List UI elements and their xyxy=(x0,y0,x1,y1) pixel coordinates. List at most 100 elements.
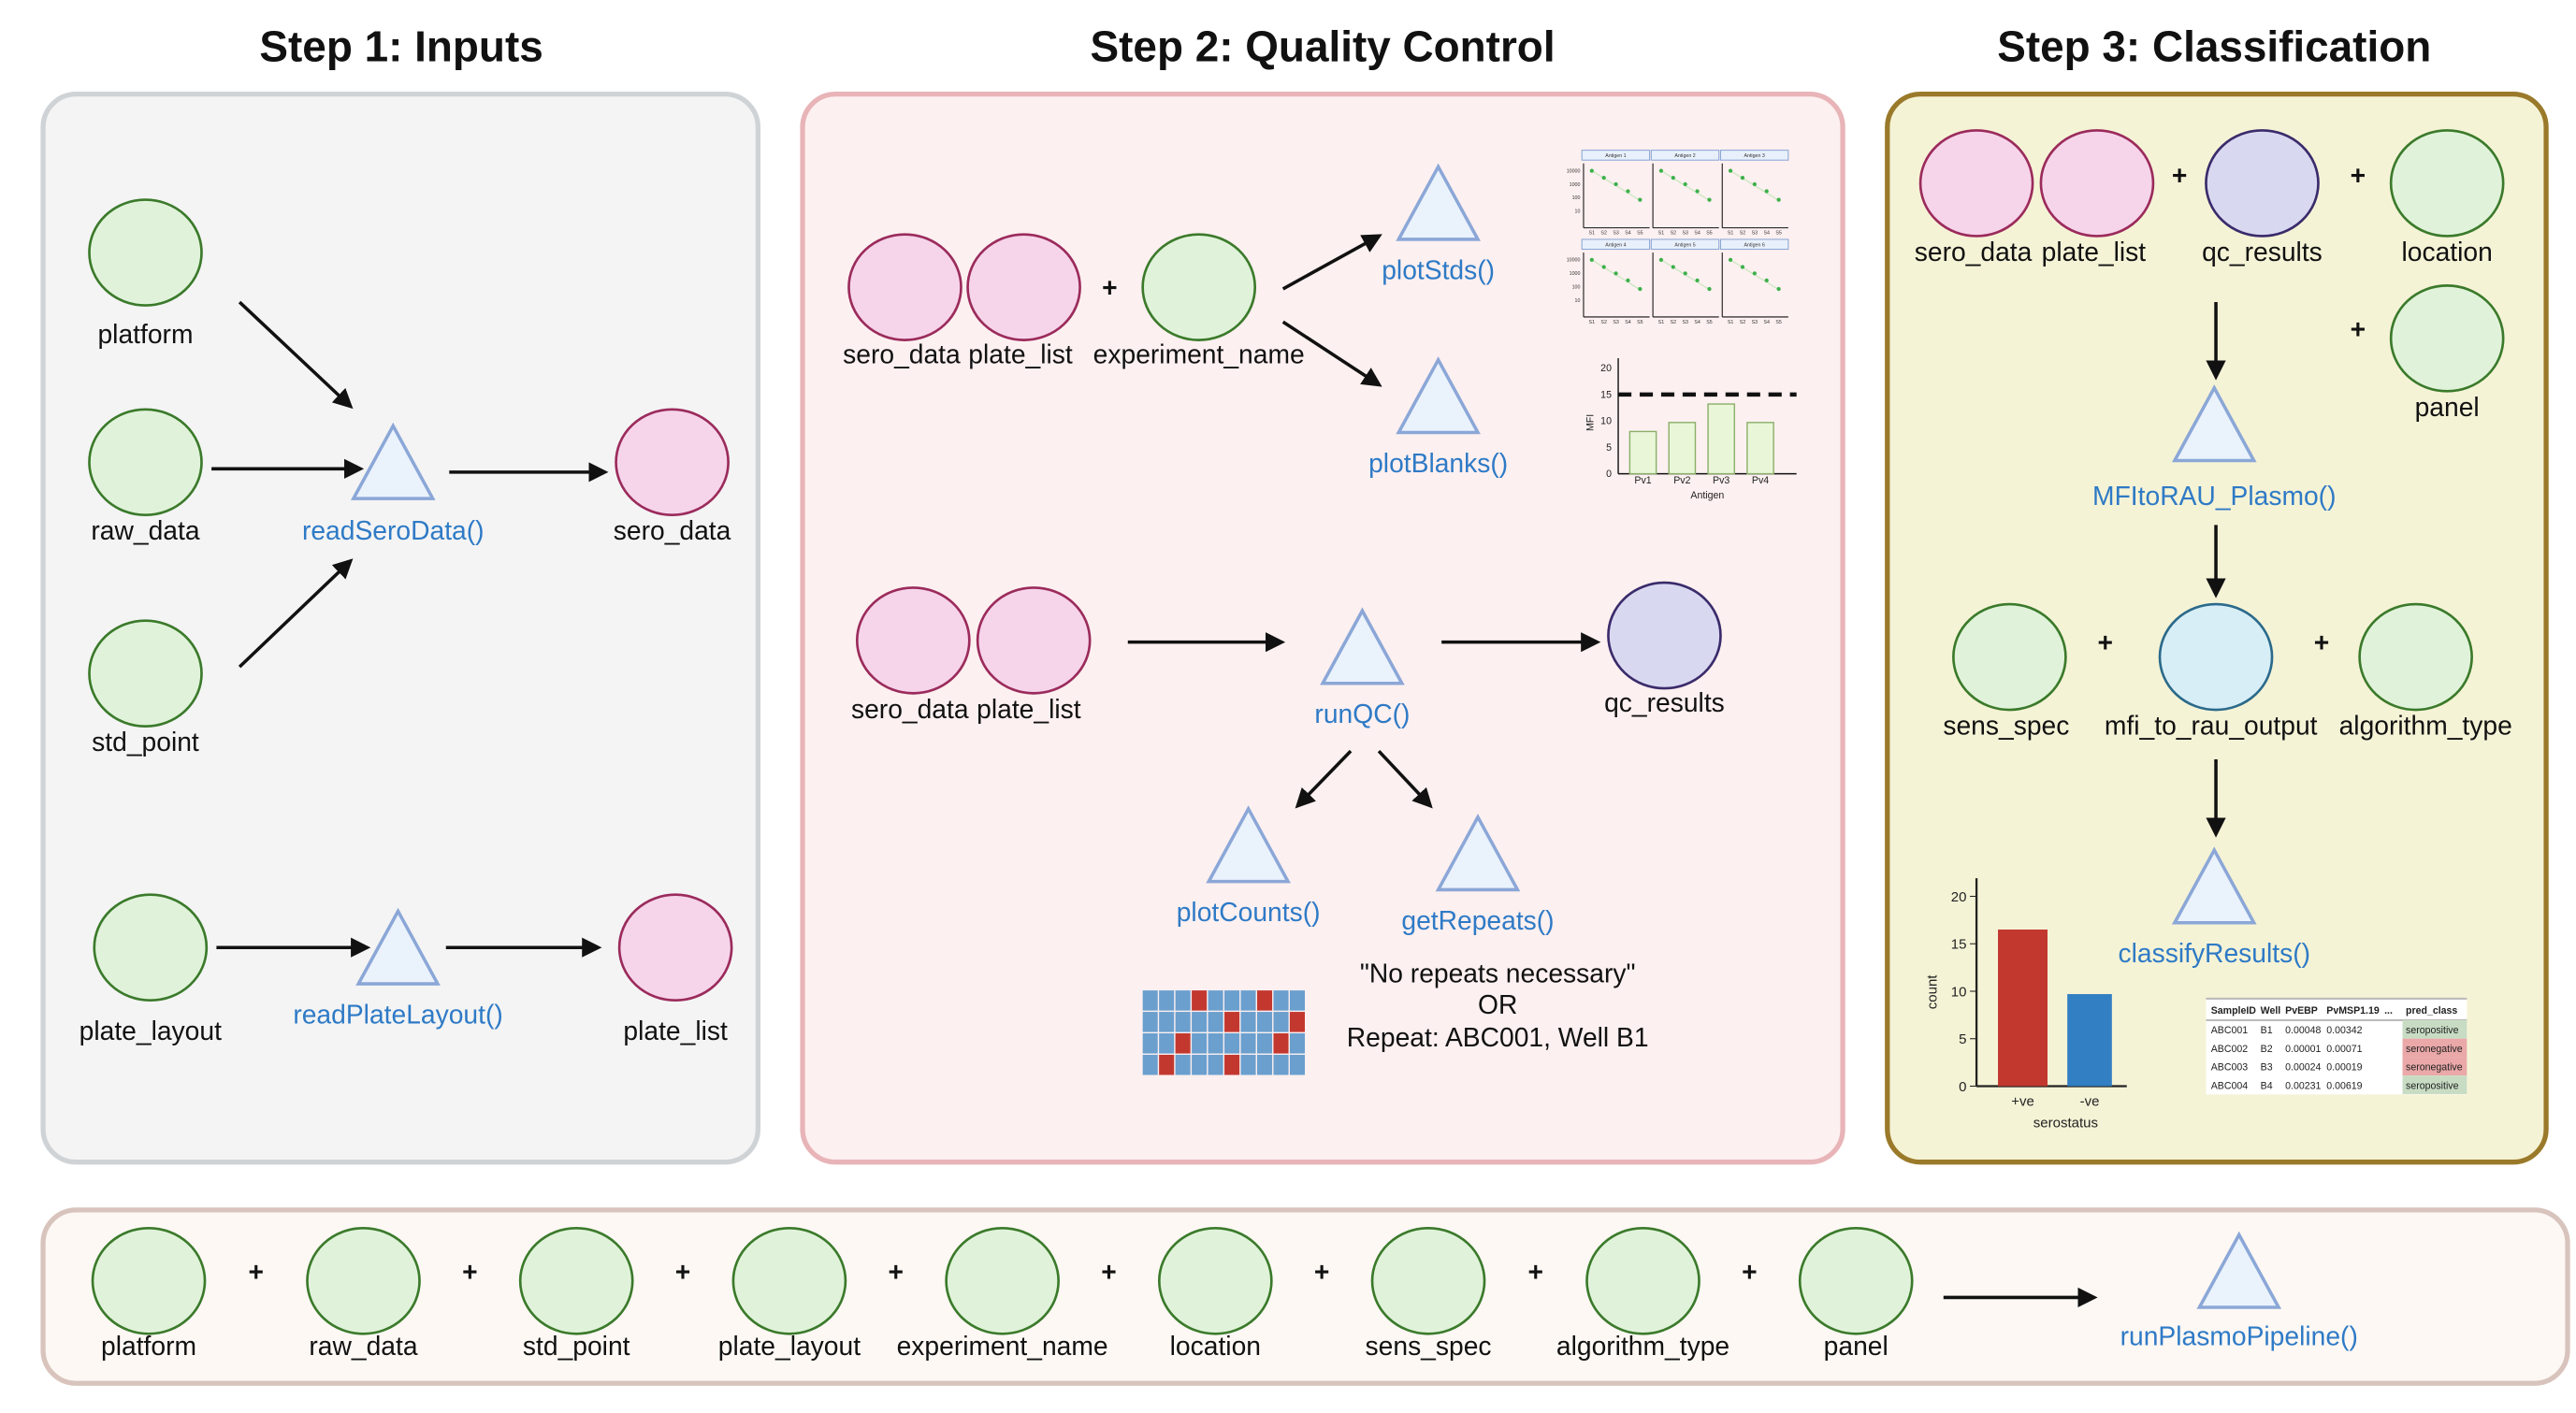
plus-sign: + xyxy=(1742,1257,1758,1287)
data-node: algorithm_type xyxy=(1556,1226,1729,1361)
x-tick-label: S1 xyxy=(1728,320,1734,325)
well xyxy=(1192,1033,1208,1054)
std-point xyxy=(1683,271,1687,276)
std-point xyxy=(1658,257,1664,263)
std-point xyxy=(1752,181,1757,187)
node-label: qc_results xyxy=(2202,237,2323,267)
data-circle-icon xyxy=(2039,129,2155,238)
function-node[interactable]: runPlasmoPipeline() xyxy=(2120,1231,2358,1351)
function-node[interactable]: MFItoRAU_Plasmo() xyxy=(2092,384,2336,511)
x-tick-label: S5 xyxy=(1637,320,1643,325)
function-triangle-icon xyxy=(1396,356,1481,435)
std-point xyxy=(1589,257,1594,263)
x-axis-label: serostatus xyxy=(2033,1116,2098,1132)
function-node[interactable]: readSeroData() xyxy=(302,422,485,545)
x-tick-label: S3 xyxy=(1613,231,1619,237)
data-circle-icon xyxy=(966,233,1081,341)
std-point xyxy=(1764,189,1769,194)
function-node[interactable]: runQC() xyxy=(1314,607,1410,728)
x-tick-label: S4 xyxy=(1694,231,1700,237)
well xyxy=(1224,1033,1240,1054)
std-point xyxy=(1740,265,1745,269)
data-circle-icon xyxy=(1141,233,1257,341)
facet-label: Antigen 1 xyxy=(1605,153,1626,159)
data-circle-icon xyxy=(88,408,203,517)
well xyxy=(1240,1012,1256,1032)
facet-label: Antigen 6 xyxy=(1744,243,1765,249)
step2-title: Step 2: Quality Control xyxy=(1091,22,1556,70)
well xyxy=(1273,1054,1289,1075)
facet-label: Antigen 2 xyxy=(1674,153,1695,159)
function-node[interactable]: plotCounts() xyxy=(1177,805,1321,927)
function-node[interactable]: readPlateLayout() xyxy=(293,907,503,1029)
node-label: plate_layout xyxy=(718,1331,861,1361)
node-label: std_point xyxy=(92,727,199,757)
data-node: std_point xyxy=(88,619,203,757)
x-tick-label: +ve xyxy=(2011,1094,2034,1110)
y-tick-label: 20 xyxy=(1600,363,1612,374)
node-label: raw_data xyxy=(91,515,199,545)
x-tick-label: Pv3 xyxy=(1713,475,1729,486)
x-tick-label: S2 xyxy=(1600,320,1607,325)
step1-title: Step 1: Inputs xyxy=(259,22,543,70)
std-point xyxy=(1671,265,1675,269)
node-label: experiment_name xyxy=(1093,339,1305,368)
y-tick-label: 10 xyxy=(1951,984,1967,1000)
node-label: plate_list xyxy=(977,694,1081,724)
data-node: sero_data xyxy=(843,233,962,368)
plus-sign: + xyxy=(2351,314,2366,344)
std-point xyxy=(1776,286,1781,292)
function-label: plotStds() xyxy=(1382,254,1495,284)
x-tick-label: S2 xyxy=(1600,231,1607,237)
node-label: mfi_to_rau_output xyxy=(2105,711,2318,741)
y-tick-label: 20 xyxy=(1951,889,1967,905)
data-node: std_point xyxy=(518,1226,634,1361)
data-node: platform xyxy=(91,1226,207,1361)
function-label: runQC() xyxy=(1314,699,1410,728)
facet-header xyxy=(1650,238,1720,251)
data-node: plate_list xyxy=(2039,129,2155,267)
well-flagged xyxy=(1273,1033,1289,1054)
y-tick-label: 10000 xyxy=(1567,258,1581,264)
std-point xyxy=(1638,197,1643,202)
plus-sign: + xyxy=(249,1257,265,1287)
well-flagged xyxy=(1192,990,1208,1011)
x-tick-label: S3 xyxy=(1613,320,1619,325)
node-label: sero_data xyxy=(614,515,731,545)
fit-line xyxy=(1729,259,1781,292)
data-circle-icon xyxy=(306,1226,421,1335)
function-triangle-icon xyxy=(2171,846,2257,925)
data-node: panel xyxy=(2389,284,2505,422)
table-cell: 0.00071 xyxy=(2326,1044,2362,1055)
y-tick-label: 5 xyxy=(1606,442,1612,454)
data-node: mfi_to_rau_output xyxy=(2105,602,2318,741)
plus-sign: + xyxy=(2351,161,2366,191)
std-point xyxy=(1695,278,1700,282)
x-tick-label: Pv2 xyxy=(1673,475,1690,486)
data-node: location xyxy=(1157,1226,1273,1361)
table-cell: seropositive xyxy=(2406,1025,2459,1036)
function-label: plotBlanks() xyxy=(1368,448,1508,478)
table-cell: B2 xyxy=(2261,1044,2273,1055)
function-node[interactable]: plotBlanks() xyxy=(1368,356,1508,478)
data-circle-icon xyxy=(2389,129,2505,238)
well-flagged xyxy=(1224,1012,1240,1032)
node-label: raw_data xyxy=(309,1331,417,1361)
plus-sign: + xyxy=(1314,1257,1330,1287)
function-node[interactable]: plotStds() xyxy=(1382,163,1495,284)
facet-header xyxy=(1581,150,1651,161)
well xyxy=(1192,1054,1208,1075)
table-cell: ABC001 xyxy=(2211,1025,2249,1036)
data-circle-icon xyxy=(615,408,730,517)
node-label: plate_list xyxy=(968,339,1073,368)
function-node[interactable]: getRepeats() xyxy=(1401,814,1555,935)
plus-sign: + xyxy=(1528,1257,1544,1287)
fit-line xyxy=(1591,170,1643,203)
data-circle-icon xyxy=(1918,129,2034,238)
facet-label: Antigen 4 xyxy=(1605,243,1626,249)
function-node[interactable]: classifyResults() xyxy=(2119,846,2311,968)
